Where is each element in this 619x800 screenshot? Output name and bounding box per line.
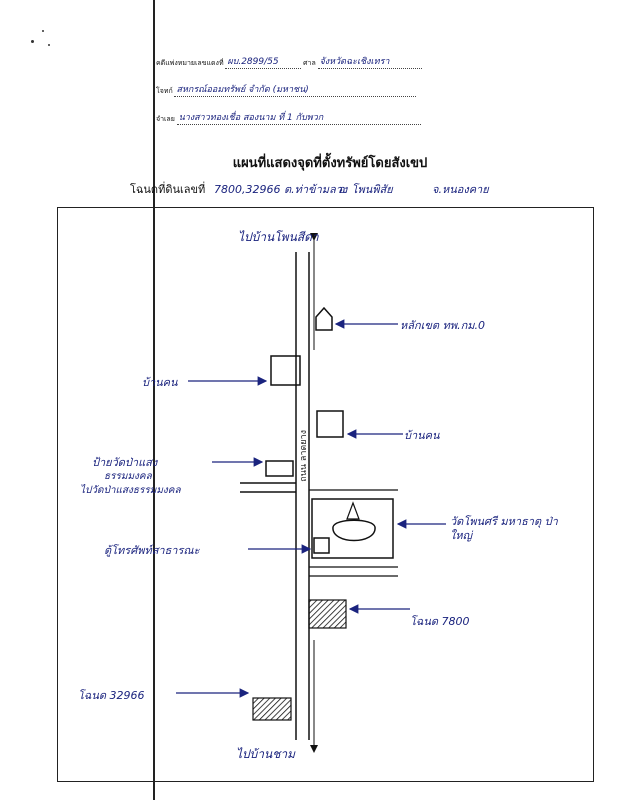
house-right-icon — [316, 410, 344, 438]
deed-label: โฉนดที่ดินเลขที่ — [130, 183, 206, 196]
court-value: จังหวัดฉะเชิงเทรา — [317, 54, 422, 69]
km-post-label: หลักเขต ทพ.กม.0 — [400, 319, 485, 332]
plaintiff-label: โจทก์ — [156, 87, 173, 95]
house-left-label: บ้านคน — [142, 376, 178, 389]
phone-booth-icon — [313, 537, 330, 554]
court-label: ศาล — [303, 59, 316, 67]
temple-spire-icon — [346, 501, 360, 520]
case-number-value: ผบ.2899/55 — [225, 54, 302, 69]
deed-7800-label: โฉนด 7800 — [410, 615, 470, 628]
deed-numbers: 7800,32966 ต.ท่าข้ามลาง — [214, 183, 348, 196]
map-title: แผนที่แสดงจุดที่ตั้งทรัพย์โดยสังเขป — [232, 156, 428, 171]
scan-speck — [31, 40, 34, 43]
house-right-label: บ้านคน — [404, 429, 440, 442]
deed-32966-parcel — [252, 697, 292, 721]
km-post-icon — [315, 306, 333, 331]
case-number-label: คดีแพ่งหมายเลขแดงที่ — [156, 59, 224, 67]
phone-booth-label: ตู้โทรศัพท์สาธารณะ — [104, 544, 200, 557]
plaintiff-row: โจทก์ สหกรณ์ออมทรัพย์ จำกัด (มหาชน) — [156, 82, 417, 98]
defendant-value: นางสาวทองเชื่อ สองนาม ที่ 1 กับพวก — [176, 110, 421, 125]
temple-label: วัดโพนศรี มหาธาตุ ป่าใหญ่ — [450, 515, 558, 542]
temple-sign-icon — [265, 460, 294, 477]
north-road-label: ไปบ้านโพนสีดา — [238, 230, 319, 244]
south-road-label: ไปบ้านชาม — [236, 747, 296, 761]
scan-speck — [48, 44, 50, 46]
temple-sign-label-2: ธรรมมงคล — [104, 471, 152, 482]
house-left-icon — [270, 355, 301, 386]
temple-stupa-icon — [332, 519, 376, 542]
temple-road-label: ไปวัดป่าแสงธรรมมงคล — [80, 485, 181, 496]
case-number-row: คดีแพ่งหมายเลขแดงที่ ผบ.2899/55 ศาล จังห… — [156, 54, 422, 70]
scan-speck — [42, 30, 44, 32]
temple-sign-label: ป้ายวัดป่าแสง — [92, 456, 158, 469]
district: อ. โพนพิสัย — [338, 183, 393, 196]
deed-7800-parcel — [308, 599, 347, 629]
defendant-row: จำเลย นางสาวทองเชื่อ สองนาม ที่ 1 กับพวก — [156, 110, 421, 126]
defendant-label: จำเลย — [156, 115, 175, 123]
temple-compound — [311, 498, 394, 559]
province: จ.หนองคาย — [432, 183, 489, 196]
map-frame — [57, 207, 594, 782]
margin-line — [153, 0, 155, 800]
road-vertical-label: ถนน ลาดยาง — [299, 430, 309, 482]
deed-32966-label: โฉนด 32966 — [78, 689, 145, 702]
plaintiff-value: สหกรณ์ออมทรัพย์ จำกัด (มหาชน) — [174, 82, 417, 97]
